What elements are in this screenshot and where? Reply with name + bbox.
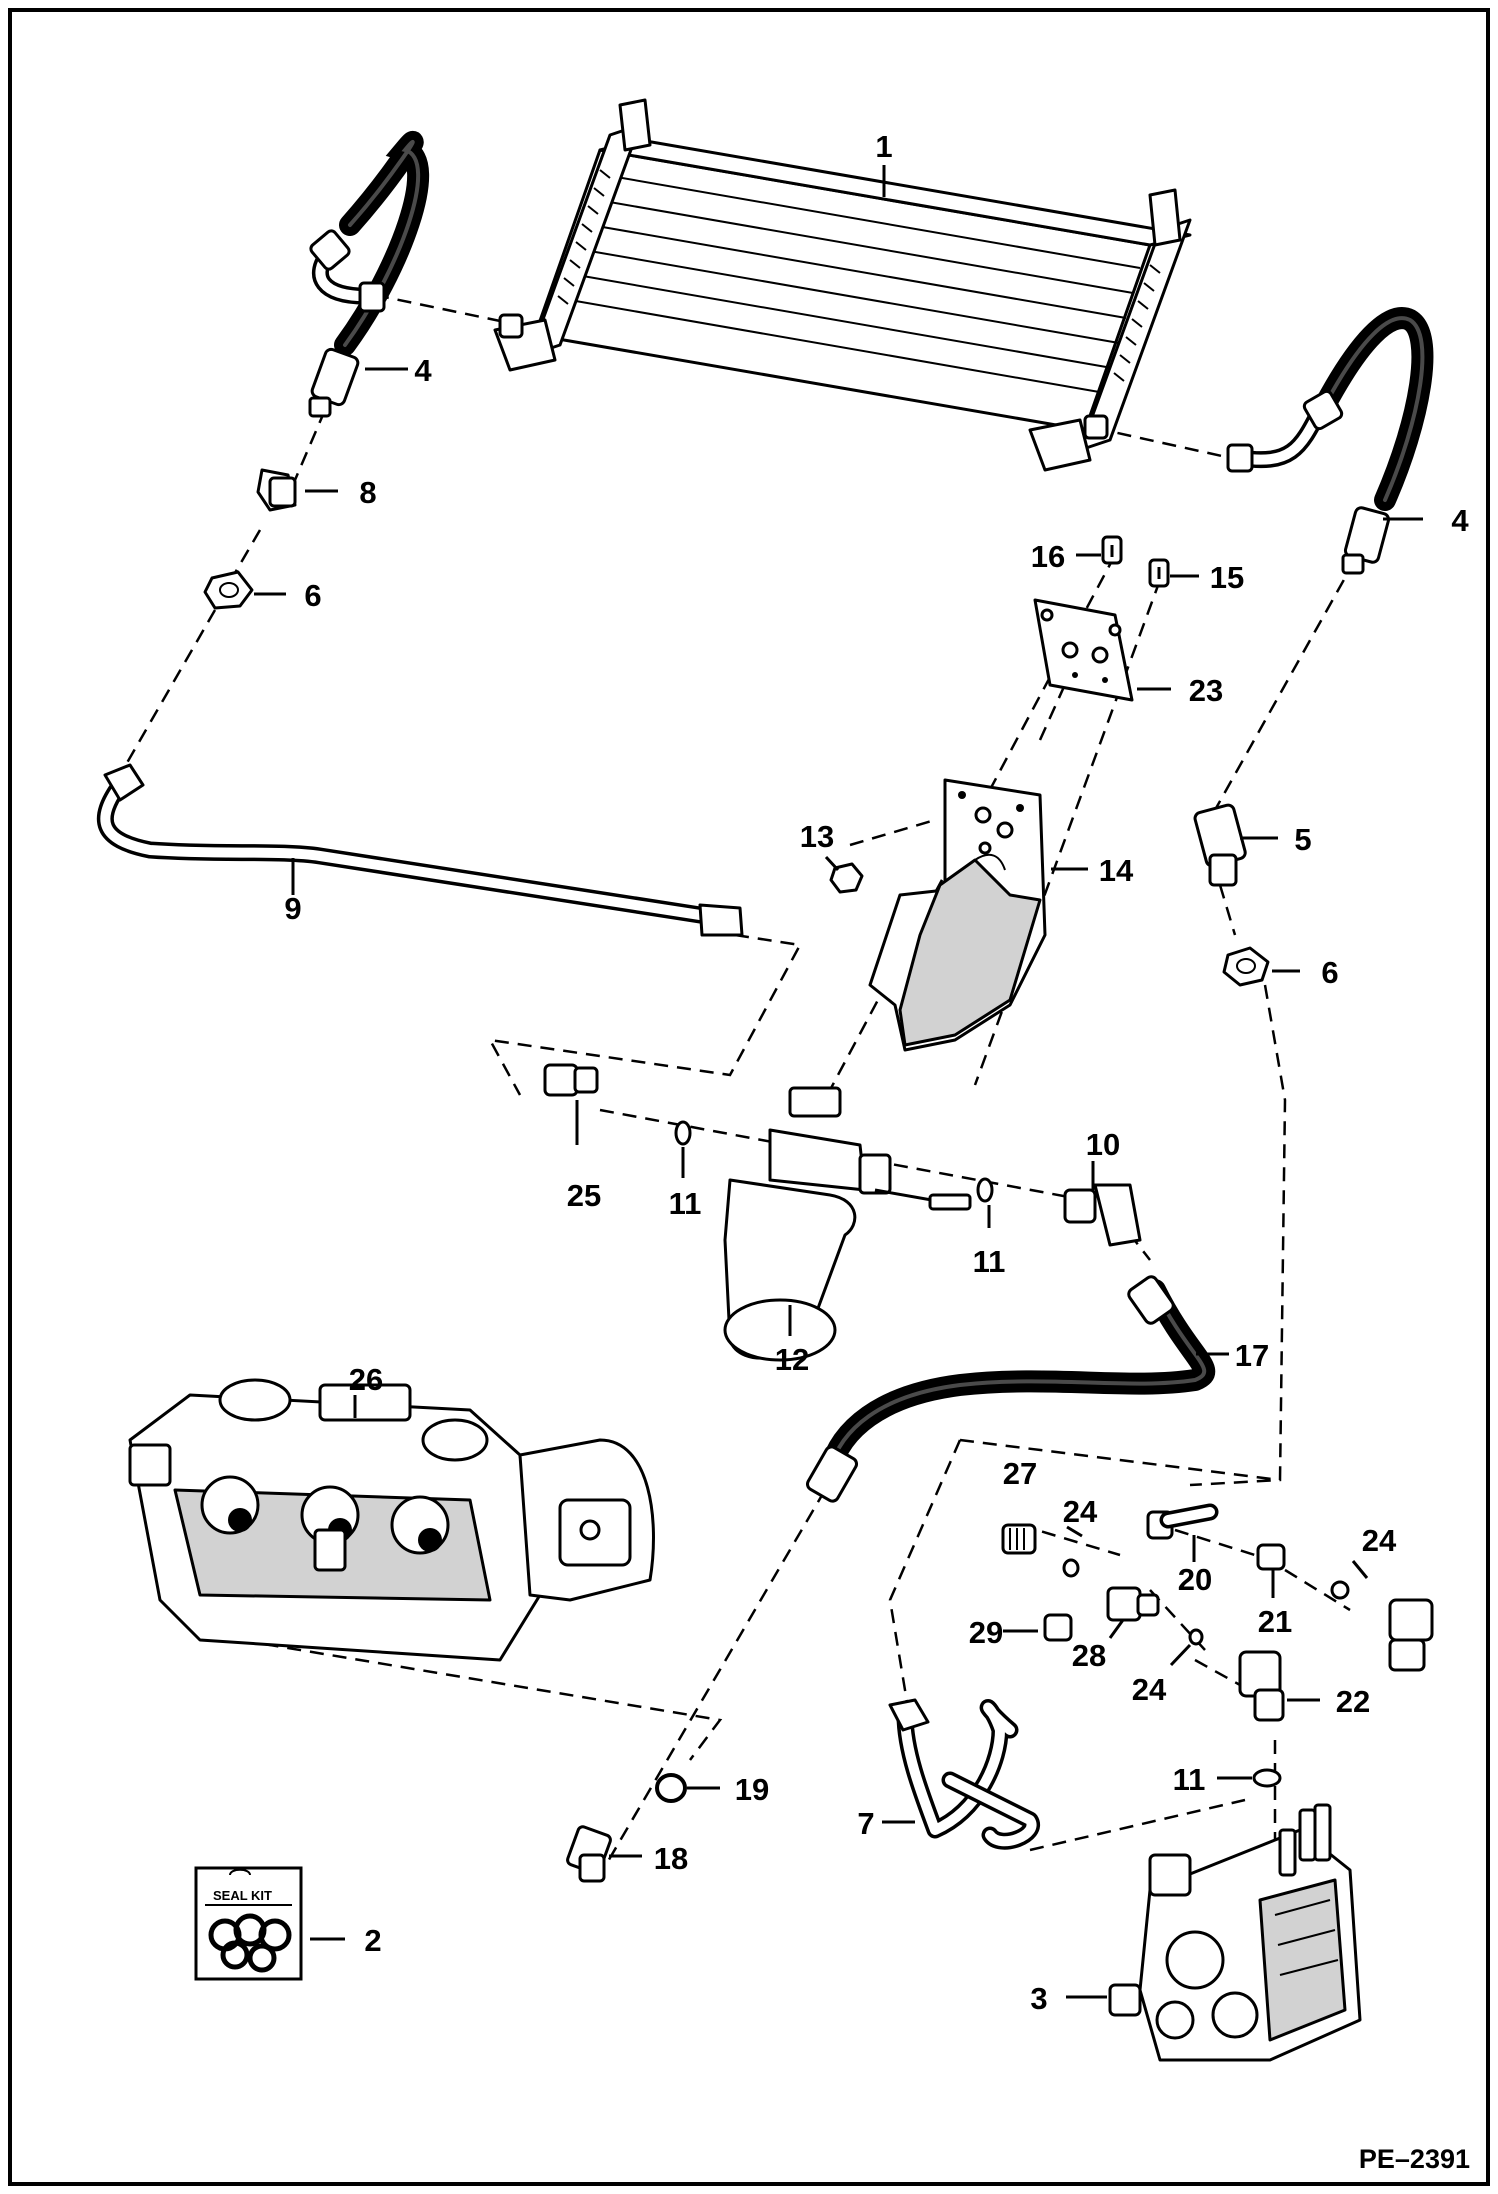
o-ring-24-a <box>1062 1558 1080 1578</box>
control-valve-3 <box>1108 1803 1362 2062</box>
fitting-21 <box>1256 1543 1286 1571</box>
nut-6-right <box>1222 946 1270 987</box>
callout-16: 16 <box>1031 539 1065 574</box>
fitting-18 <box>566 1825 612 1883</box>
pump-26 <box>128 1378 655 1662</box>
fitting-29 <box>1043 1613 1073 1642</box>
callout-6-left: 6 <box>304 578 321 613</box>
o-ring-11-c <box>1252 1768 1282 1788</box>
oil-cooler <box>493 98 1192 472</box>
callout-11-c: 11 <box>1173 1762 1206 1797</box>
plate-23 <box>1033 598 1134 702</box>
fitting-27 <box>1001 1523 1037 1555</box>
o-ring-19 <box>655 1773 687 1803</box>
callout-4-left: 4 <box>414 353 432 388</box>
o-ring-11-b <box>976 1177 994 1203</box>
callout-7: 7 <box>857 1806 874 1841</box>
callout-27: 27 <box>1003 1456 1037 1491</box>
callout-2: 2 <box>364 1923 381 1958</box>
fitting-8 <box>256 468 297 512</box>
fitting-25 <box>543 1063 599 1097</box>
bolt-20 <box>1146 1503 1219 1540</box>
callout-25: 25 <box>567 1178 601 1213</box>
fitting-28 <box>1106 1586 1160 1622</box>
callout-1: 1 <box>875 129 892 164</box>
nut-13 <box>829 862 864 894</box>
tube-9 <box>96 763 744 937</box>
callout-24-b: 24 <box>1132 1672 1167 1707</box>
callout-24-a: 24 <box>1063 1494 1098 1529</box>
callout-9: 9 <box>284 891 301 926</box>
leader-lines <box>254 165 1423 1999</box>
elbow-right <box>1388 1598 1434 1672</box>
hose-left <box>308 131 430 418</box>
tube-7 <box>888 1698 1040 1850</box>
callout-11-b: 11 <box>973 1244 1006 1279</box>
o-ring-11-a <box>674 1120 692 1146</box>
elbow-5 <box>1193 803 1247 887</box>
callout-6-right: 6 <box>1321 955 1338 990</box>
o-ring-24-c <box>1330 1580 1350 1600</box>
callout-17: 17 <box>1235 1338 1269 1373</box>
callout-8: 8 <box>359 475 376 510</box>
callout-23: 23 <box>1189 673 1223 708</box>
callout-15: 15 <box>1210 560 1244 595</box>
nut-6-left <box>203 570 254 610</box>
callout-24-c: 24 <box>1362 1523 1397 1558</box>
callout-3: 3 <box>1030 1981 1047 2016</box>
callout-10: 10 <box>1086 1127 1120 1162</box>
hose-right <box>1226 307 1434 575</box>
callout-5: 5 <box>1294 822 1311 857</box>
filter-12 <box>723 1086 972 1362</box>
callout-21: 21 <box>1258 1604 1292 1639</box>
bracket-14 <box>868 778 1047 1052</box>
seal-kit: SEAL KIT <box>194 1866 303 1981</box>
callout-19: 19 <box>735 1772 769 1807</box>
elbow-10 <box>1063 1183 1142 1247</box>
bolt-15 <box>1148 558 1170 588</box>
callout-29: 29 <box>969 1615 1003 1650</box>
callout-22: 22 <box>1336 1684 1370 1719</box>
callout-28: 28 <box>1072 1638 1106 1673</box>
drawing-reference-id: PE–2391 <box>1359 2144 1470 2174</box>
seal-kit-text: SEAL KIT <box>213 1888 272 1903</box>
callout-14: 14 <box>1099 853 1134 888</box>
assembly-lines <box>118 293 1357 1950</box>
callout-4-right: 4 <box>1451 503 1469 538</box>
hose-17 <box>805 1275 1216 1503</box>
elbow-22 <box>1238 1650 1285 1722</box>
callout-18: 18 <box>654 1841 688 1876</box>
drawing-border <box>8 8 1490 2186</box>
callout-20: 20 <box>1178 1562 1212 1597</box>
callout-11-a: 11 <box>669 1186 702 1221</box>
callout-13: 13 <box>800 819 834 854</box>
o-ring-24-b <box>1188 1628 1204 1646</box>
bolt-16 <box>1101 535 1123 565</box>
callout-labels: 1 4 4 8 6 9 16 15 23 13 14 5 6 10 25 11 … <box>284 129 1469 2016</box>
callout-26: 26 <box>349 1362 383 1397</box>
callout-12: 12 <box>775 1342 809 1377</box>
